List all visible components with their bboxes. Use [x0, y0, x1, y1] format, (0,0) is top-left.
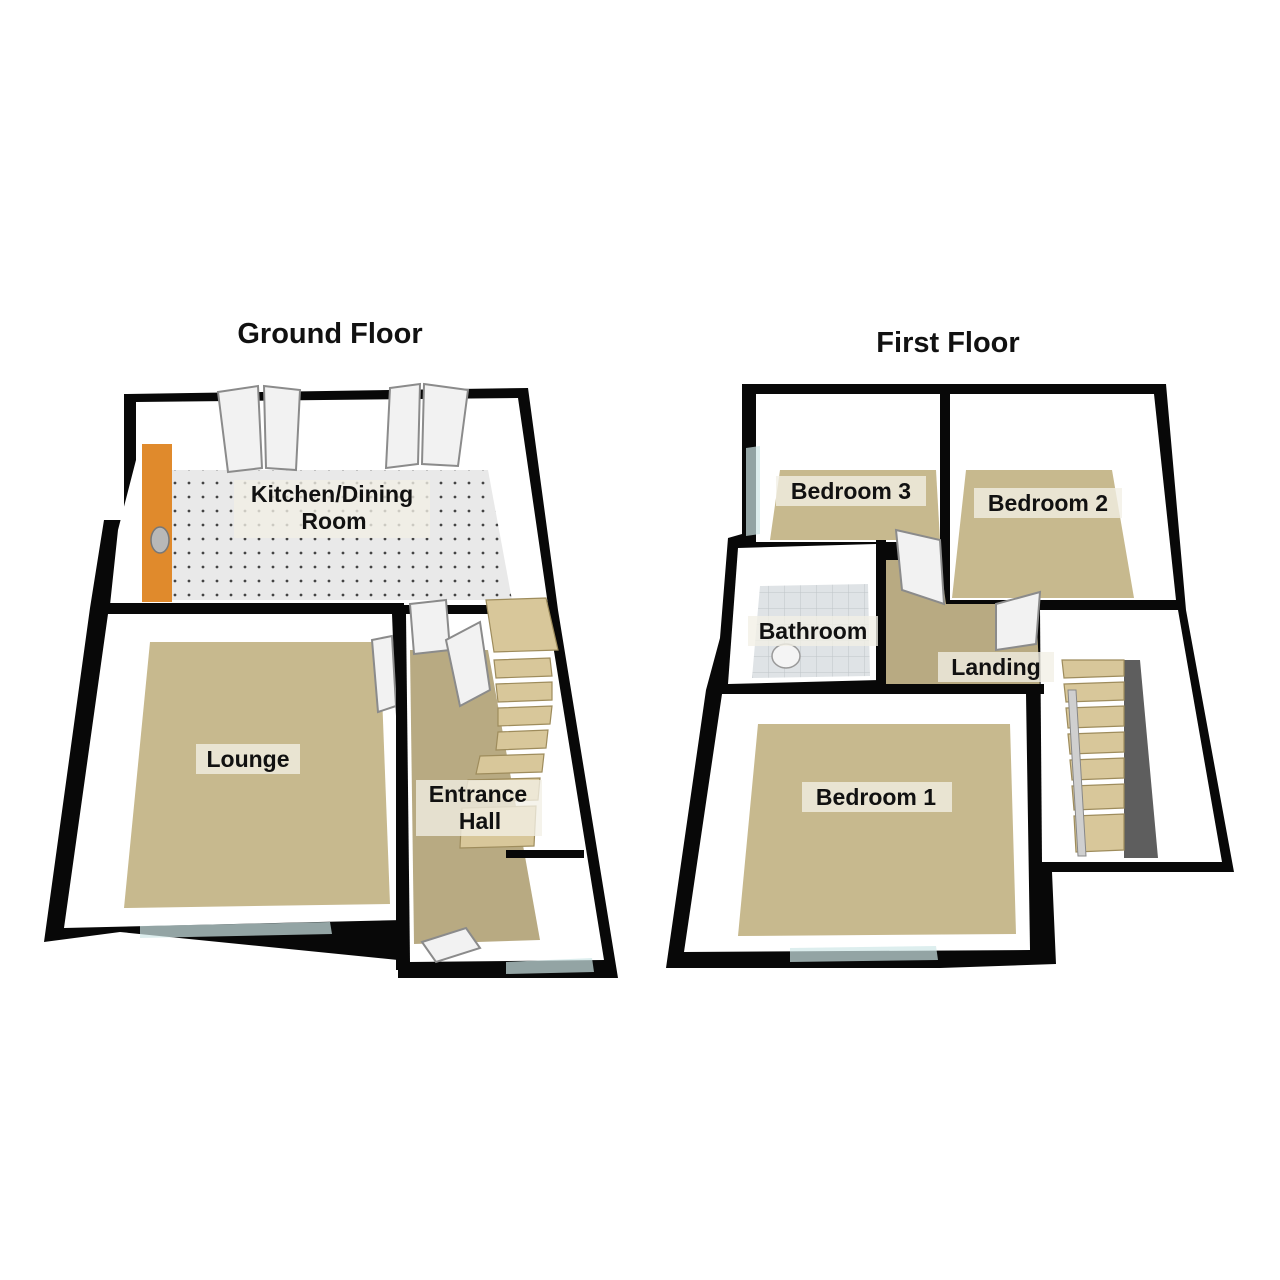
lounge-label: Lounge — [206, 746, 289, 772]
kitchen-dining-label-line2: Room — [301, 508, 366, 534]
bedroom-3-label: Bedroom 3 — [791, 478, 911, 504]
hall-window — [506, 958, 594, 974]
bedroom-2-3-wall — [940, 390, 950, 604]
bedroom-1-label: Bedroom 1 — [816, 784, 936, 810]
room-bedroom-3: Bedroom 3 — [776, 476, 926, 506]
bathroom-label: Bathroom — [759, 618, 868, 644]
cupboard-wall — [506, 850, 584, 858]
lounge-hall-wall — [396, 640, 406, 970]
kitchen-worktop — [142, 444, 172, 602]
bedroom-3-door — [894, 528, 946, 606]
ground-floor: Ground Floor — [44, 318, 618, 978]
bedroom-2-label: Bedroom 2 — [988, 490, 1108, 516]
hall-kitchen-door — [408, 598, 452, 656]
entrance-hall-label-line2: Hall — [459, 808, 501, 834]
lounge-window — [140, 922, 332, 938]
bedroom-2-door — [995, 590, 1042, 652]
sink-icon — [150, 526, 170, 554]
room-lounge: Lounge — [196, 744, 300, 774]
ground-floor-title: Ground Floor — [237, 318, 422, 350]
entrance-hall-label-line1: Entrance — [429, 781, 527, 807]
landing-label: Landing — [951, 654, 1040, 680]
room-kitchen-dining: Kitchen/Dining Room — [234, 480, 430, 538]
kitchen-divider-wall — [92, 603, 404, 613]
bedroom-3-window — [746, 446, 760, 536]
lounge-floor — [124, 642, 390, 908]
stairwell-void — [1124, 660, 1158, 858]
room-entrance-hall: Entrance Hall — [416, 780, 542, 836]
kitchen-french-doors-left — [216, 384, 302, 474]
first-floor-stairs — [1061, 659, 1125, 853]
bedroom-1-window — [790, 946, 938, 962]
front-door — [420, 926, 482, 964]
room-landing: Landing — [938, 652, 1054, 682]
understairs-door — [444, 620, 492, 708]
room-bedroom-1: Bedroom 1 — [802, 782, 952, 812]
first-floor: First Floor — [666, 327, 1234, 968]
bathroom-wall — [876, 540, 886, 686]
kitchen-dining-label-line1: Kitchen/Dining — [251, 481, 413, 507]
room-bathroom: Bathroom — [748, 616, 878, 646]
toilet-icon — [771, 643, 801, 669]
room-bedroom-2: Bedroom 2 — [974, 488, 1122, 518]
bedroom-1-floor — [738, 724, 1016, 936]
stair-banister — [1067, 689, 1087, 857]
kitchen-french-doors-right — [384, 382, 470, 470]
bedroom-1-top-wall — [714, 684, 1044, 694]
first-floor-title: First Floor — [876, 327, 1019, 359]
